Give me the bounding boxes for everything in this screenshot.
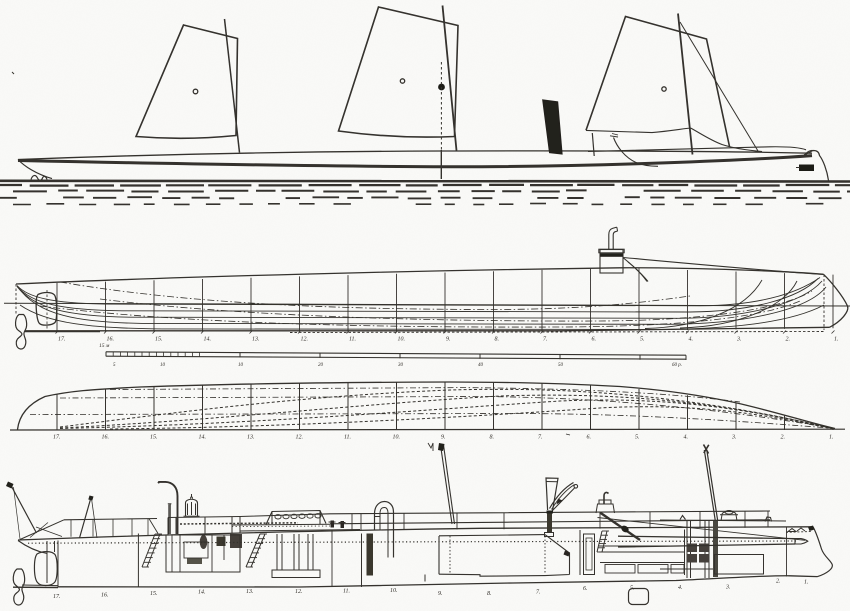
- svg-text:14.: 14.: [204, 336, 212, 343]
- svg-text:8.: 8.: [495, 337, 500, 343]
- svg-text:16.: 16.: [107, 337, 115, 343]
- svg-text:4.: 4.: [684, 434, 689, 441]
- svg-text:3.: 3.: [736, 337, 742, 343]
- svg-text:4.: 4.: [678, 584, 683, 591]
- svg-text:15.: 15.: [150, 435, 158, 441]
- svg-text:11.: 11.: [344, 435, 351, 441]
- svg-text:7.: 7.: [543, 337, 548, 343]
- svg-text:1.: 1.: [834, 337, 839, 343]
- svg-text:12.: 12.: [301, 337, 309, 343]
- svg-text:17.: 17.: [53, 594, 61, 600]
- svg-text:14.: 14.: [199, 434, 207, 441]
- svg-text:40: 40: [478, 363, 484, 368]
- svg-text:6.: 6.: [587, 435, 592, 441]
- svg-text:8.: 8.: [487, 591, 492, 597]
- svg-text:9.: 9.: [446, 337, 451, 343]
- svg-text:60 p.: 60 p.: [672, 363, 682, 368]
- svg-text:14.: 14.: [198, 589, 206, 596]
- svg-text:7.: 7.: [536, 590, 541, 596]
- svg-text:11.: 11.: [349, 337, 356, 343]
- svg-text:3.: 3.: [725, 585, 731, 591]
- svg-text:17.: 17.: [53, 435, 61, 441]
- svg-text:12.: 12.: [295, 589, 303, 595]
- svg-text:5: 5: [113, 363, 116, 368]
- svg-text:20: 20: [318, 363, 324, 368]
- svg-text:10.: 10.: [398, 337, 406, 343]
- svg-text:4.: 4.: [689, 336, 694, 343]
- svg-text:3.: 3.: [731, 435, 737, 441]
- svg-text:9.: 9.: [438, 591, 443, 597]
- svg-text:2.: 2.: [786, 337, 791, 343]
- svg-text:10.: 10.: [390, 588, 398, 594]
- svg-text:16.: 16.: [102, 435, 110, 441]
- svg-text:2.: 2.: [776, 579, 781, 585]
- svg-text:6.: 6.: [592, 337, 597, 343]
- svg-text:15.: 15.: [150, 591, 158, 597]
- svg-text:11.: 11.: [343, 589, 350, 595]
- svg-text:6.: 6.: [583, 586, 588, 592]
- svg-text:13.: 13.: [252, 337, 260, 343]
- svg-text:13.: 13.: [247, 435, 255, 441]
- svg-text:9.: 9.: [441, 435, 446, 441]
- svg-text:15 м: 15 м: [99, 343, 110, 349]
- svg-text:10: 10: [160, 363, 166, 368]
- svg-text:2.: 2.: [781, 435, 786, 441]
- svg-text:1.: 1.: [804, 579, 809, 585]
- svg-text:17.: 17.: [58, 337, 66, 343]
- svg-text:10: 10: [238, 363, 244, 368]
- svg-text:5.: 5.: [630, 586, 635, 592]
- svg-text:30: 30: [398, 363, 404, 368]
- svg-text:15.: 15.: [155, 337, 163, 343]
- svg-text:5.: 5.: [640, 337, 645, 343]
- svg-text:10.: 10.: [393, 435, 401, 441]
- svg-text:12.: 12.: [296, 435, 304, 441]
- svg-text:13.: 13.: [246, 589, 254, 595]
- svg-text:50: 50: [558, 363, 564, 368]
- svg-text:7.: 7.: [538, 435, 543, 441]
- svg-text:1.: 1.: [829, 435, 834, 441]
- svg-text:8.: 8.: [490, 435, 495, 441]
- svg-text:5.: 5.: [635, 435, 640, 441]
- svg-text:16.: 16.: [101, 593, 109, 599]
